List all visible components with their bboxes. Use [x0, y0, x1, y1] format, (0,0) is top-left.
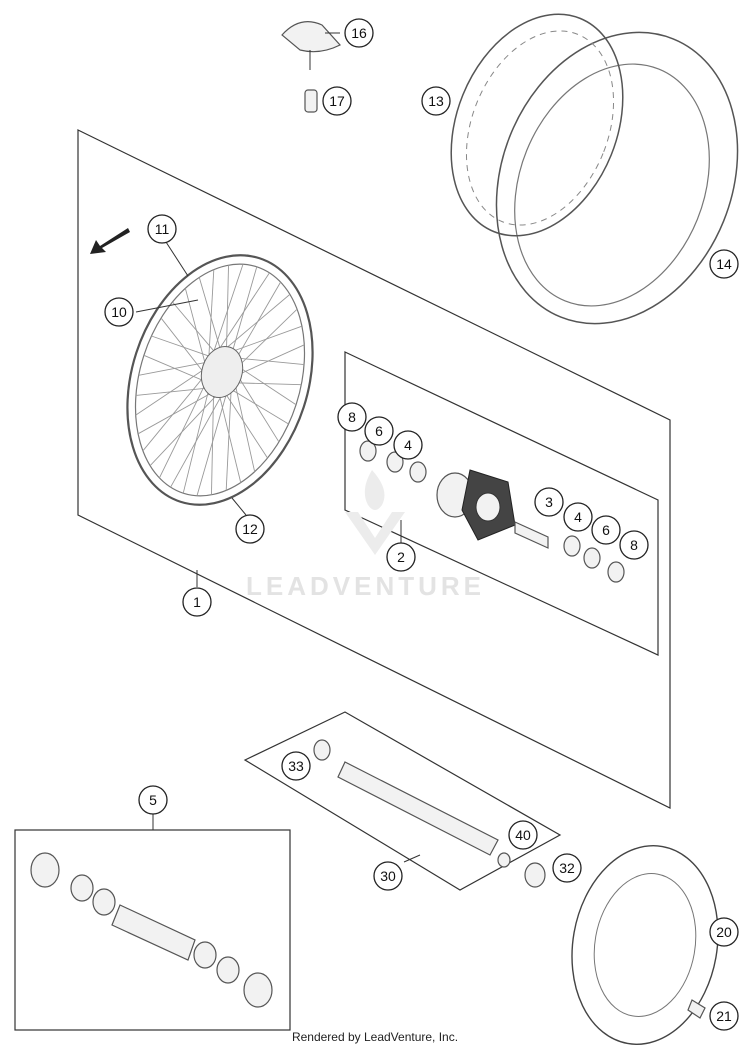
callout-3: 3 [534, 487, 564, 517]
wheel-spoke [135, 365, 210, 416]
rotation-arrow [90, 228, 130, 254]
wheel-spoke [225, 385, 289, 425]
callout-20: 20 [709, 917, 739, 947]
wheel-spoke [135, 386, 217, 396]
wheel-spoke [225, 374, 233, 491]
callout-1: 1 [182, 587, 212, 617]
svg-text:17: 17 [329, 93, 345, 109]
wheel-spoke [170, 383, 229, 488]
svg-text:5: 5 [149, 792, 157, 808]
svg-text:10: 10 [111, 304, 127, 320]
bearing-kit-parts [30, 852, 273, 1008]
svg-text:8: 8 [348, 409, 356, 425]
callout-11: 11 [147, 214, 177, 244]
hub-subpanel [344, 351, 659, 656]
wheel-assembly-panel [77, 129, 671, 809]
rim-lock [281, 21, 341, 53]
svg-text:3: 3 [545, 494, 553, 510]
spoked-wheel [126, 254, 314, 506]
callout-4a: 4 [393, 430, 423, 460]
svg-text:21: 21 [716, 1008, 732, 1024]
rim-tape [450, 13, 624, 237]
wheel-spoke [159, 376, 210, 479]
wheel-spoke [231, 308, 298, 373]
callout-12: 12 [235, 514, 265, 544]
wheel-spoke [211, 272, 270, 361]
wheel-spoke [151, 335, 215, 359]
wheel-spoke [196, 379, 231, 496]
svg-text:4: 4 [574, 509, 582, 525]
leader-lines [135, 32, 421, 863]
callout-5: 5 [138, 785, 168, 815]
svg-text:40: 40 [515, 827, 531, 843]
callout-17: 17 [322, 86, 352, 116]
callout-layer: 16 17 13 14 11 10 12 8 6 4 3 4 6 8 2 [104, 18, 739, 1031]
brake-disc [571, 845, 719, 1045]
svg-text:14: 14 [716, 256, 732, 272]
callout-2: 2 [386, 542, 416, 572]
svg-text:30: 30 [380, 868, 396, 884]
svg-text:16: 16 [351, 25, 367, 41]
callout-21: 21 [709, 1001, 739, 1031]
wheel-spoke [182, 381, 212, 494]
wheel-spoke [172, 301, 219, 357]
svg-text:1: 1 [193, 594, 201, 610]
callout-16: 16 [344, 18, 374, 48]
callout-8b: 8 [619, 530, 649, 560]
svg-text:12: 12 [242, 521, 258, 537]
footer-credit: Rendered by LeadVenture, Inc. [291, 1030, 459, 1044]
wheel-spoke [207, 269, 215, 370]
svg-text:4: 4 [404, 437, 412, 453]
watermark-text: LEADVENTURE [246, 571, 485, 601]
rim-lock-nut [304, 89, 318, 113]
disc-bolt [687, 999, 706, 1019]
callout-8a: 8 [337, 402, 367, 432]
svg-text:11: 11 [155, 221, 170, 237]
svg-text:33: 33 [288, 758, 304, 774]
svg-text:13: 13 [428, 93, 444, 109]
svg-text:6: 6 [375, 423, 383, 439]
svg-text:2: 2 [397, 549, 405, 565]
wheel-spoke [228, 266, 258, 363]
axle-parts [313, 739, 546, 888]
wheel-spoke [230, 281, 281, 368]
callout-4b: 4 [563, 502, 593, 532]
callout-33: 33 [281, 751, 311, 781]
svg-text:8: 8 [630, 537, 638, 553]
callout-14: 14 [709, 249, 739, 279]
callout-6b: 6 [591, 515, 621, 545]
hub-components [359, 440, 625, 583]
wheel-spoke [209, 264, 244, 365]
axle-subpanel [243, 711, 562, 891]
callout-40: 40 [508, 820, 538, 850]
svg-text:6: 6 [602, 522, 610, 538]
wheel-spoke [228, 382, 302, 386]
callout-10: 10 [104, 297, 134, 327]
watermark: LEADVENTURE [246, 470, 485, 601]
callout-30: 30 [373, 861, 403, 891]
wheel-spoke [184, 288, 209, 376]
callout-6a: 6 [364, 416, 394, 446]
wheel-spoke [137, 387, 221, 435]
wheel-spoke [142, 371, 209, 452]
callout-13: 13 [421, 86, 451, 116]
callout-32: 32 [552, 853, 582, 883]
svg-text:32: 32 [559, 860, 575, 876]
wheel-spoke [149, 386, 225, 466]
wheel-spoke [221, 387, 268, 459]
svg-text:20: 20 [716, 924, 732, 940]
tire [495, 31, 739, 325]
